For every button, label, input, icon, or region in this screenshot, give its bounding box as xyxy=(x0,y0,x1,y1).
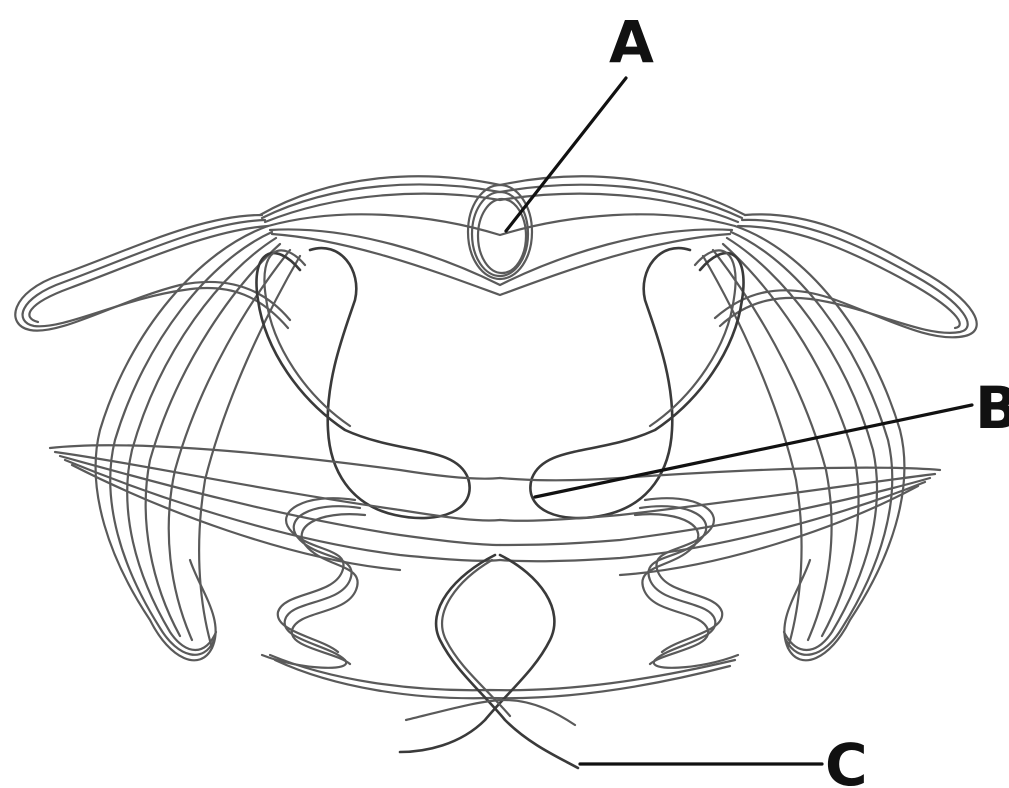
left-helix xyxy=(262,498,365,668)
label-c: C xyxy=(825,731,868,788)
left-inner-hairpin xyxy=(256,248,469,518)
leader-line-a xyxy=(506,78,626,231)
left-wing-loop xyxy=(15,215,290,331)
left-outer-bundle xyxy=(96,226,300,660)
upper-arch-bundle xyxy=(260,176,745,295)
bottom-connectors xyxy=(270,655,735,698)
label-b: B xyxy=(975,374,1009,442)
left-horizontal-strands xyxy=(50,445,500,570)
top-small-loop xyxy=(468,185,532,279)
label-a: A xyxy=(609,8,654,76)
leader-line-b xyxy=(535,405,972,497)
bottom-lobe xyxy=(400,555,578,768)
